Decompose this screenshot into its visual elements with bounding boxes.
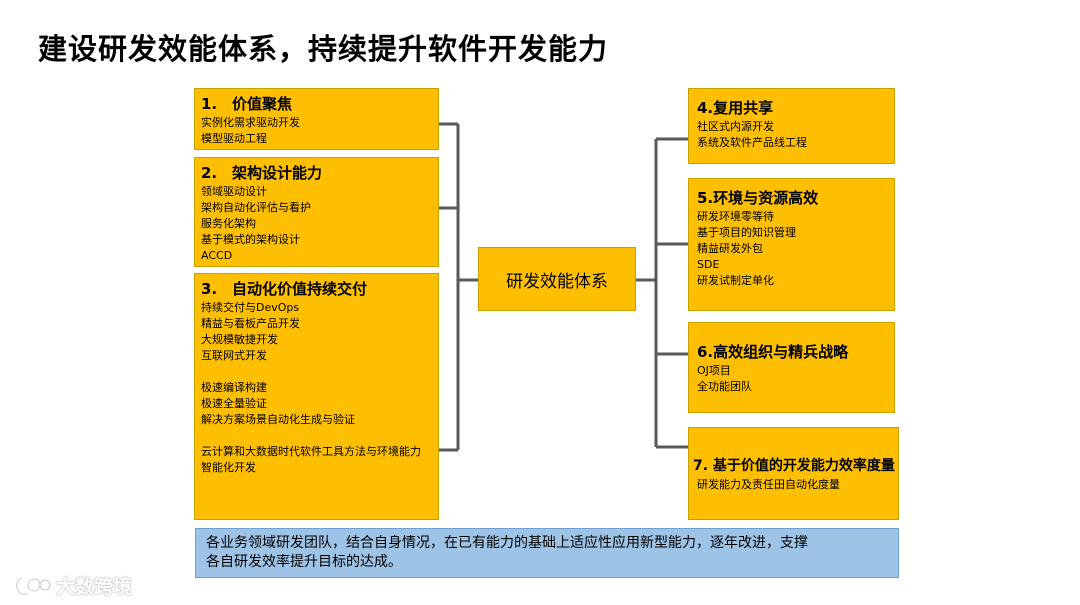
capability-box-continuous-delivery: 3. 自动化价值持续交付 持续交付与DevOps 精益与看板产品开发 大规模敏捷开… xyxy=(194,273,439,520)
list-item: 基于模式的架构设计 xyxy=(201,233,300,246)
box-title: 6.高效组织与精兵战略 xyxy=(697,343,849,361)
list-item: 极速编译构建 xyxy=(201,381,267,394)
list-item: ACCD xyxy=(201,249,233,262)
box-heading: 3. 自动化价值持续交付 xyxy=(201,279,432,299)
capability-box-measurement: 7. 基于价值的开发能力效率度量 研发能力及责任田自动化度量 xyxy=(688,427,899,520)
box-title: 价值聚焦 xyxy=(232,95,293,113)
list-item: 架构自动化评估与看护 xyxy=(201,201,311,214)
list-item: 模型驱动工程 xyxy=(201,132,267,145)
list-item: 实例化需求驱动开发 xyxy=(201,116,300,129)
summary-banner: 各业务领域研发团队，结合自身情况，在已有能力的基础上适应性应用新型能力，逐年改进… xyxy=(195,528,899,578)
box-number: 3. xyxy=(201,280,218,298)
capability-box-reuse: 4.复用共享 社区式内源开发 系统及软件产品线工程 xyxy=(688,88,895,164)
box-title: 5.环境与资源高效 xyxy=(697,189,819,207)
capability-box-value-focus: 1. 价值聚焦 实例化需求驱动开发 模型驱动工程 xyxy=(194,88,439,150)
box-number: 1. xyxy=(201,95,218,113)
capability-box-environment: 5.环境与资源高效 研发环境零等待 基于项目的知识管理 精益研发外包 SDE 研… xyxy=(688,178,895,311)
list-item: 持续交付与DevOps xyxy=(201,301,300,314)
watermark-logo-icon xyxy=(12,574,52,598)
banner-line: 各业务领域研发团队，结合自身情况，在已有能力的基础上适应性应用新型能力，逐年改进… xyxy=(206,535,808,551)
list-item: 研发能力及责任田自动化度量 xyxy=(697,478,840,491)
list-item: 服务化架构 xyxy=(201,217,256,230)
list-item: 基于项目的知识管理 xyxy=(697,226,796,239)
box-number: 2. xyxy=(201,164,218,182)
box-heading: 2. 架构设计能力 xyxy=(201,163,432,183)
list-item: 研发试制定单化 xyxy=(697,274,774,287)
list-item: 云计算和大数据时代软件工具方法与环境能力 xyxy=(201,445,421,458)
list-item: SDE xyxy=(697,258,720,271)
list-item: 极速全量验证 xyxy=(201,397,267,410)
box-title: 自动化价值持续交付 xyxy=(232,280,368,298)
watermark-text: 大数跨境 xyxy=(56,576,133,598)
list-item: 精益与看板产品开发 xyxy=(201,317,300,330)
box-title: 7. 基于价值的开发能力效率度量 xyxy=(693,458,895,474)
list-item: 精益研发外包 xyxy=(697,242,763,255)
center-node: 研发效能体系 xyxy=(478,247,636,311)
watermark: 大数跨境 xyxy=(12,572,132,599)
list-item: 大规模敏捷开发 xyxy=(201,333,278,346)
list-item: 领域驱动设计 xyxy=(201,185,267,198)
page-title: 建设研发效能体系，持续提升软件开发能力 xyxy=(38,32,609,66)
list-item: 互联网式开发 xyxy=(201,349,267,362)
list-item: 研发环境零等待 xyxy=(697,210,774,223)
capability-box-organization: 6.高效组织与精兵战略 OJ项目 全功能团队 xyxy=(688,322,895,413)
list-item: 全功能团队 xyxy=(697,380,752,393)
box-heading: 1. 价值聚焦 xyxy=(201,94,432,114)
list-item: 系统及软件产品线工程 xyxy=(697,136,807,149)
box-title: 架构设计能力 xyxy=(232,164,323,182)
box-title: 4.复用共享 xyxy=(697,99,774,117)
list-item: 社区式内源开发 xyxy=(697,120,774,133)
list-item: 智能化开发 xyxy=(201,461,256,474)
banner-line: 各自研发效率提升目标的达成。 xyxy=(206,554,402,570)
list-item: OJ项目 xyxy=(697,364,731,377)
list-item: 解决方案场景自动化生成与验证 xyxy=(201,413,355,426)
capability-box-architecture: 2. 架构设计能力 领域驱动设计 架构自动化评估与看护 服务化架构 基于模式的架构… xyxy=(194,157,439,267)
